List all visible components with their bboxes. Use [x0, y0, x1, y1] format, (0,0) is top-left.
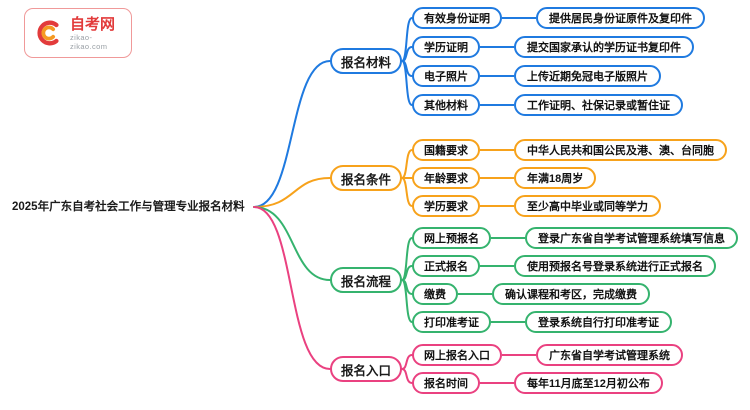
leaf-value: 至少高中毕业或同等学力 [514, 195, 661, 217]
mindmap-root-title: 2025年广东自考社会工作与管理专业报名材料 [12, 201, 245, 213]
leaf-value: 年满18周岁 [514, 167, 597, 189]
leaf-label: 报名时间 [412, 372, 480, 394]
leaf-value: 广东省自学考试管理系统 [536, 344, 683, 366]
site-logo-domain: zikao-zikao.com [70, 32, 108, 51]
leaf-row: 正式报名 使用预报名号登录系统进行正式报名 [412, 255, 716, 277]
leaf-label: 学历要求 [412, 195, 480, 217]
leaf-label: 电子照片 [412, 65, 480, 87]
leaf-label: 正式报名 [412, 255, 480, 277]
leaf-label: 网上预报名 [412, 227, 491, 249]
leaf-label: 国籍要求 [412, 139, 480, 161]
branch-node-process: 报名流程 [330, 267, 402, 293]
leaf-row: 网上预报名 登录广东省自学考试管理系统填写信息 [412, 227, 738, 249]
leaf-connector [480, 104, 514, 106]
leaf-connector [480, 75, 514, 77]
leaf-value: 提供居民身份证原件及复印件 [536, 7, 705, 29]
site-logo-icon [33, 18, 63, 48]
leaf-connector [480, 265, 514, 267]
leaf-row: 网上报名入口 广东省自学考试管理系统 [412, 344, 683, 366]
leaf-row: 学历要求 至少高中毕业或同等学力 [412, 195, 661, 217]
leaf-label: 有效身份证明 [412, 7, 502, 29]
leaf-row: 年龄要求 年满18周岁 [412, 167, 597, 189]
leaf-label: 年龄要求 [412, 167, 480, 189]
leaf-label: 其他材料 [412, 94, 480, 116]
leaf-value: 登录系统自行打印准考证 [525, 311, 672, 333]
leaf-value: 提交国家承认的学历证书复印件 [514, 36, 694, 58]
branch-node-entry: 报名入口 [330, 356, 402, 382]
leaf-connector [480, 382, 514, 384]
leaf-connector [480, 205, 514, 207]
leaf-value: 登录广东省自学考试管理系统填写信息 [525, 227, 738, 249]
leaf-connector [480, 177, 514, 179]
leaf-value: 确认课程和考区，完成缴费 [492, 283, 650, 305]
leaf-connector [502, 17, 536, 19]
leaf-row: 缴费 确认课程和考区，完成缴费 [412, 283, 650, 305]
leaf-connector [491, 237, 525, 239]
leaf-row: 打印准考证 登录系统自行打印准考证 [412, 311, 672, 333]
leaf-row: 有效身份证明 提供居民身份证原件及复印件 [412, 7, 705, 29]
leaf-row: 报名时间 每年11月底至12月初公布 [412, 372, 663, 394]
branch-node-conditions: 报名条件 [330, 165, 402, 191]
leaf-label: 打印准考证 [412, 311, 491, 333]
leaf-row: 学历证明 提交国家承认的学历证书复印件 [412, 36, 694, 58]
leaf-label: 学历证明 [412, 36, 480, 58]
leaf-connector [491, 321, 525, 323]
branch-node-materials: 报名材料 [330, 48, 402, 74]
leaf-value: 上传近期免冠电子版照片 [514, 65, 661, 87]
leaf-row: 其他材料 工作证明、社保记录或暂住证 [412, 94, 683, 116]
leaf-value: 使用预报名号登录系统进行正式报名 [514, 255, 716, 277]
leaf-row: 电子照片 上传近期免冠电子版照片 [412, 65, 661, 87]
leaf-label: 缴费 [412, 283, 458, 305]
leaf-connector [480, 46, 514, 48]
leaf-connector [502, 354, 536, 356]
site-logo[interactable]: 自考网 zikao-zikao.com [24, 8, 132, 58]
leaf-value: 工作证明、社保记录或暂住证 [514, 94, 683, 116]
leaf-value: 每年11月底至12月初公布 [514, 372, 663, 394]
leaf-label: 网上报名入口 [412, 344, 502, 366]
leaf-connector [458, 293, 492, 295]
site-logo-text: 自考网 [70, 15, 116, 33]
leaf-value: 中华人民共和国公民及港、澳、台同胞 [514, 139, 727, 161]
leaf-row: 国籍要求 中华人民共和国公民及港、澳、台同胞 [412, 139, 727, 161]
leaf-connector [480, 149, 514, 151]
